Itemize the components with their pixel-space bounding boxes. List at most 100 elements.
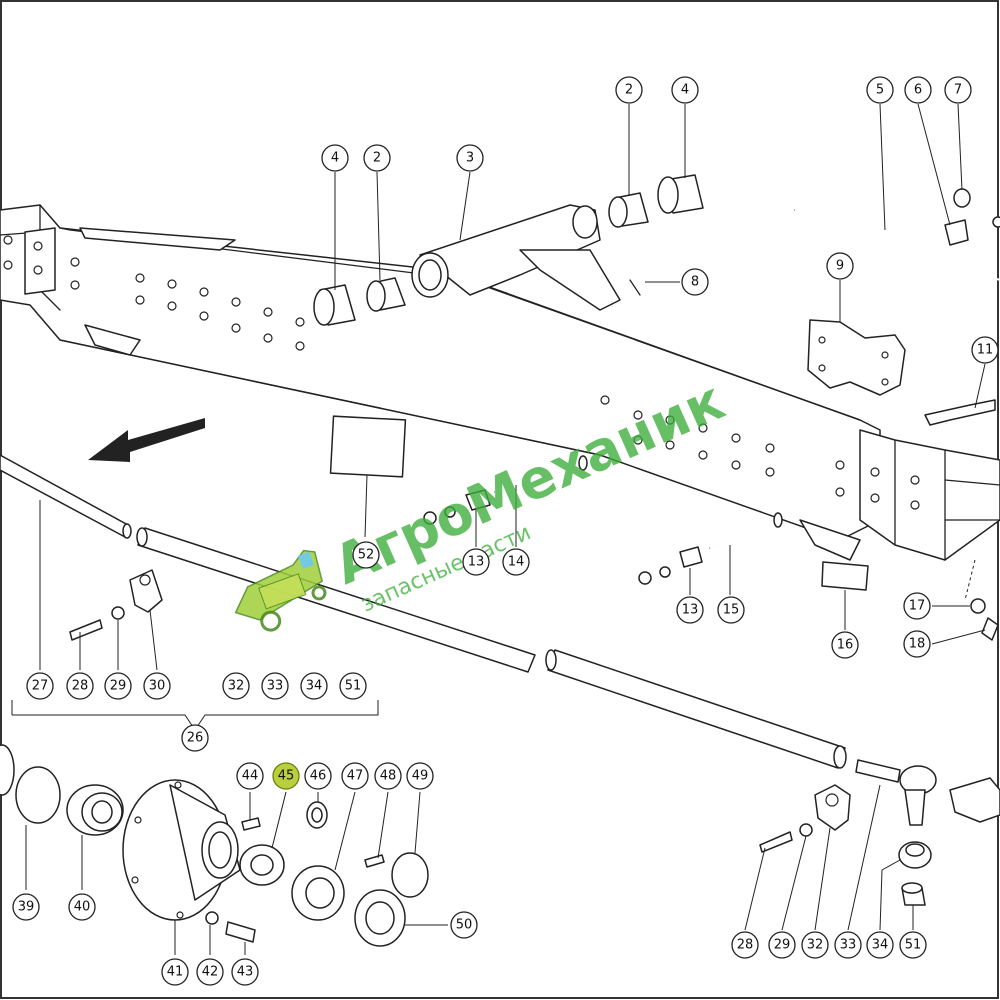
lever-right — [949, 777, 1000, 823]
svg-text:14: 14 — [508, 555, 525, 570]
svg-text:32: 32 — [228, 679, 245, 694]
axle-beam — [0, 204, 1000, 561]
bearing-45 — [239, 844, 285, 886]
hub-41 — [122, 779, 241, 921]
callout-4-left[interactable]: 4 — [321, 144, 349, 172]
label-plate-52 — [329, 415, 407, 478]
svg-text:34: 34 — [306, 679, 323, 694]
callout-8[interactable]: 8 — [681, 268, 709, 296]
track-rod-26 — [136, 527, 847, 769]
callout-28-upper[interactable]: 28 — [66, 672, 94, 700]
bolt-43 — [225, 921, 256, 943]
callout-32-upper[interactable]: 32 — [222, 672, 250, 700]
bushing-2-left — [366, 277, 406, 312]
callout-3[interactable]: 3 — [456, 144, 484, 172]
svg-text:33: 33 — [840, 938, 857, 953]
callout-47[interactable]: 47 — [341, 762, 369, 790]
svg-text:29: 29 — [110, 679, 127, 694]
nut-29-upper — [111, 606, 125, 620]
callout-14[interactable]: 14 — [502, 548, 530, 576]
callout-13-right[interactable]: 13 — [676, 596, 704, 624]
callout-29-lower[interactable]: 29 — [768, 931, 796, 959]
callout-52[interactable]: 52 — [352, 541, 380, 569]
svg-text:47: 47 — [347, 769, 364, 784]
callout-33-upper[interactable]: 33 — [261, 672, 289, 700]
callout-32-lower[interactable]: 32 — [801, 931, 829, 959]
svg-text:11: 11 — [977, 343, 994, 358]
svg-text:50: 50 — [456, 918, 473, 933]
bushing-4-left — [313, 284, 356, 326]
group-bracket-26 — [11, 700, 379, 731]
nut-47 — [291, 865, 345, 921]
callout-39[interactable]: 39 — [12, 893, 40, 921]
svg-text:30: 30 — [149, 679, 166, 694]
svg-text:18: 18 — [909, 637, 926, 652]
callout-16[interactable]: 16 — [831, 631, 859, 659]
svg-text:51: 51 — [345, 679, 362, 694]
callout-13-left[interactable]: 13 — [462, 548, 490, 576]
callout-9[interactable]: 9 — [826, 252, 854, 280]
svg-text:13: 13 — [682, 603, 699, 618]
callout-26[interactable]: 26 — [181, 724, 209, 752]
callout-11[interactable]: 11 — [971, 336, 999, 364]
callout-49[interactable]: 49 — [406, 762, 434, 790]
callout-43[interactable]: 43 — [231, 958, 259, 986]
callout-46[interactable]: 46 — [304, 762, 332, 790]
callout-6[interactable]: 6 — [904, 76, 932, 104]
callout-51-upper[interactable]: 51 — [339, 672, 367, 700]
svg-text:26: 26 — [187, 731, 204, 746]
svg-text:41: 41 — [167, 965, 184, 980]
svg-text:48: 48 — [380, 769, 397, 784]
callout-2-upper-right[interactable]: 2 — [615, 76, 643, 104]
callout-4-upper-right[interactable]: 4 — [671, 76, 699, 104]
bolt-18-dash — [964, 559, 976, 601]
cap-50 — [354, 889, 406, 947]
callout-33-lower[interactable]: 33 — [834, 931, 862, 959]
nut-29-lower — [799, 823, 813, 837]
callout-51-lower[interactable]: 51 — [899, 931, 927, 959]
pin-8 — [629, 279, 641, 296]
callout-7[interactable]: 7 — [944, 76, 972, 104]
callout-5[interactable]: 5 — [866, 76, 894, 104]
svg-text:52: 52 — [358, 548, 375, 563]
svg-text:33: 33 — [267, 679, 284, 694]
callout-48[interactable]: 48 — [374, 762, 402, 790]
svg-text:16: 16 — [837, 638, 854, 653]
svg-text:32: 32 — [807, 938, 824, 953]
svg-text:27: 27 — [32, 679, 49, 694]
svg-text:17: 17 — [909, 599, 926, 614]
callout-34-upper[interactable]: 34 — [300, 672, 328, 700]
callout-18[interactable]: 18 — [903, 630, 931, 658]
svg-text:46: 46 — [310, 769, 327, 784]
callout-17[interactable]: 17 — [903, 592, 931, 620]
plate-9 — [807, 319, 906, 396]
bracket-11 — [924, 399, 996, 426]
callout-41[interactable]: 41 — [161, 958, 189, 986]
callout-50[interactable]: 50 — [450, 911, 478, 939]
callout-28-lower[interactable]: 28 — [731, 931, 759, 959]
callout-15[interactable]: 15 — [717, 596, 745, 624]
tie-rod-end-33 — [855, 759, 937, 826]
callout-34-lower[interactable]: 34 — [866, 931, 894, 959]
seal-left-edge — [0, 744, 15, 796]
clamp-30 — [129, 569, 163, 613]
tie-rod-27 — [0, 454, 132, 539]
svg-text:34: 34 — [872, 938, 889, 953]
boot-34 — [898, 841, 932, 869]
callout-30[interactable]: 30 — [143, 672, 171, 700]
callout-40[interactable]: 40 — [68, 893, 96, 921]
svg-text:51: 51 — [905, 938, 922, 953]
clamp-6-7 — [944, 188, 1000, 246]
callout-27[interactable]: 27 — [26, 672, 54, 700]
callout-42[interactable]: 42 — [196, 958, 224, 986]
bolt-28-upper — [69, 619, 103, 641]
svg-text:40: 40 — [74, 900, 91, 915]
callout-2-left[interactable]: 2 — [363, 144, 391, 172]
callout-45-highlighted[interactable]: 45 — [272, 762, 300, 790]
pin-48 — [364, 854, 385, 868]
svg-text:2: 2 — [373, 151, 381, 166]
harvester-logo-icon — [234, 549, 327, 632]
callout-29-upper[interactable]: 29 — [104, 672, 132, 700]
callout-44[interactable]: 44 — [236, 762, 264, 790]
direction-arrow — [88, 418, 205, 462]
